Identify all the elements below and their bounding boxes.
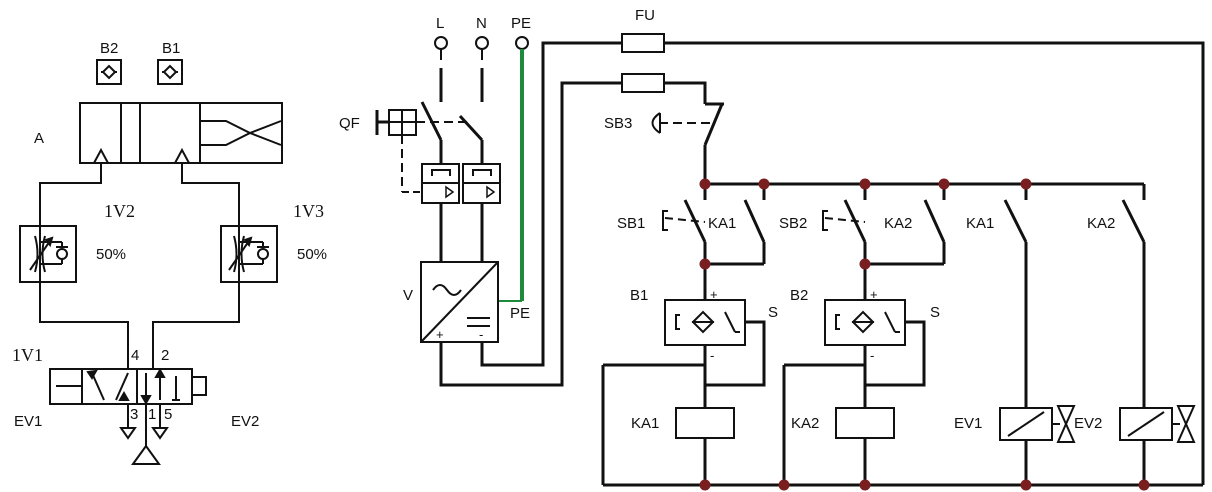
power-supply-label: V	[403, 287, 413, 304]
cylinder-a	[79, 102, 283, 164]
directional-valve-1v1	[49, 367, 207, 465]
cylinder-label: A	[34, 130, 44, 147]
ka2-relay-label: KA2	[791, 415, 819, 432]
breaker-qf	[375, 101, 501, 262]
rung-1	[601, 184, 766, 485]
power-supply-pe-label: PE	[510, 305, 530, 322]
b1-signal: S	[768, 304, 778, 321]
pneumatic-circuit	[19, 59, 283, 465]
fuse-fu-label: FU	[635, 7, 655, 24]
power-supply-minus: -	[479, 327, 483, 342]
sensor-b2-symbol	[96, 59, 122, 85]
b1-plus: +	[710, 287, 718, 302]
port-2-label: 2	[161, 347, 169, 364]
sensor-b1-symbol	[157, 59, 183, 85]
pneumatic-labels: B2 B1 A 1V2 50% 1V3 50% 1V1 4 2 3 1 5 EV…	[12, 40, 327, 430]
coil-ev2-label: EV2	[231, 413, 259, 430]
power-supply-v	[420, 261, 499, 343]
port-4-label: 4	[131, 347, 139, 364]
throttle-valve-1v3	[220, 225, 278, 283]
rung-3	[999, 184, 1076, 485]
relay-ka2-coil	[835, 407, 895, 439]
fuse-fu-2	[621, 73, 665, 93]
throttle-1v2-percent: 50%	[96, 246, 126, 263]
power-supply-plus: +	[436, 327, 444, 342]
sb1-label: SB1	[617, 215, 645, 232]
stop-button-sb3	[651, 102, 724, 184]
ka1-contact-label: KA1	[708, 215, 736, 232]
valve-1v1-label: 1V1	[12, 345, 43, 365]
ka1-relay-label: KA1	[631, 415, 659, 432]
relay-ka1-coil	[675, 407, 735, 439]
junction-dots	[699, 178, 1150, 491]
breaker-qf-label: QF	[339, 115, 360, 132]
ev2-coil-label: EV2	[1074, 415, 1102, 432]
b2-plus: +	[870, 287, 878, 302]
port-5-label: 5	[164, 406, 172, 423]
ka1-contact-rung3-label: KA1	[966, 215, 994, 232]
supply-n-label: N	[476, 15, 487, 32]
rung-2	[782, 184, 946, 485]
electrical-circuit	[375, 33, 1205, 487]
throttle-1v3-percent: 50%	[297, 246, 327, 263]
supply-l-label: L	[436, 15, 444, 32]
ka2-contact-label: KA2	[884, 215, 912, 232]
port-3-label: 3	[130, 406, 138, 423]
ev1-coil-label: EV1	[954, 415, 982, 432]
electrical-labels: L N PE QF FU SB3 V + - PE SB1 KA1 B1 + -…	[339, 7, 1115, 432]
ka2-contact-rung4-label: KA2	[1087, 215, 1115, 232]
sensor-b2-label: B2	[100, 40, 118, 57]
fuse-fu-1	[621, 33, 665, 53]
throttle-1v2-label: 1V2	[104, 201, 135, 221]
coil-ev1-label: EV1	[14, 413, 42, 430]
throttle-1v3-label: 1V3	[293, 201, 324, 221]
b2-minus: -	[870, 348, 874, 363]
b1-minus: -	[710, 348, 714, 363]
terminal-pe	[515, 36, 529, 50]
sensor-b1-label: B1	[162, 40, 180, 57]
throttle-valve-1v2	[19, 225, 77, 283]
b2-label: B2	[790, 287, 808, 304]
sb2-label: SB2	[779, 215, 807, 232]
rung-4	[1119, 199, 1196, 485]
port-1-label: 1	[148, 406, 156, 423]
stop-button-sb3-label: SB3	[604, 115, 632, 132]
terminal-n	[475, 36, 489, 50]
terminal-l	[434, 36, 448, 50]
b1-label: B1	[630, 287, 648, 304]
b2-signal: S	[930, 304, 940, 321]
supply-pe-label: PE	[511, 15, 531, 32]
